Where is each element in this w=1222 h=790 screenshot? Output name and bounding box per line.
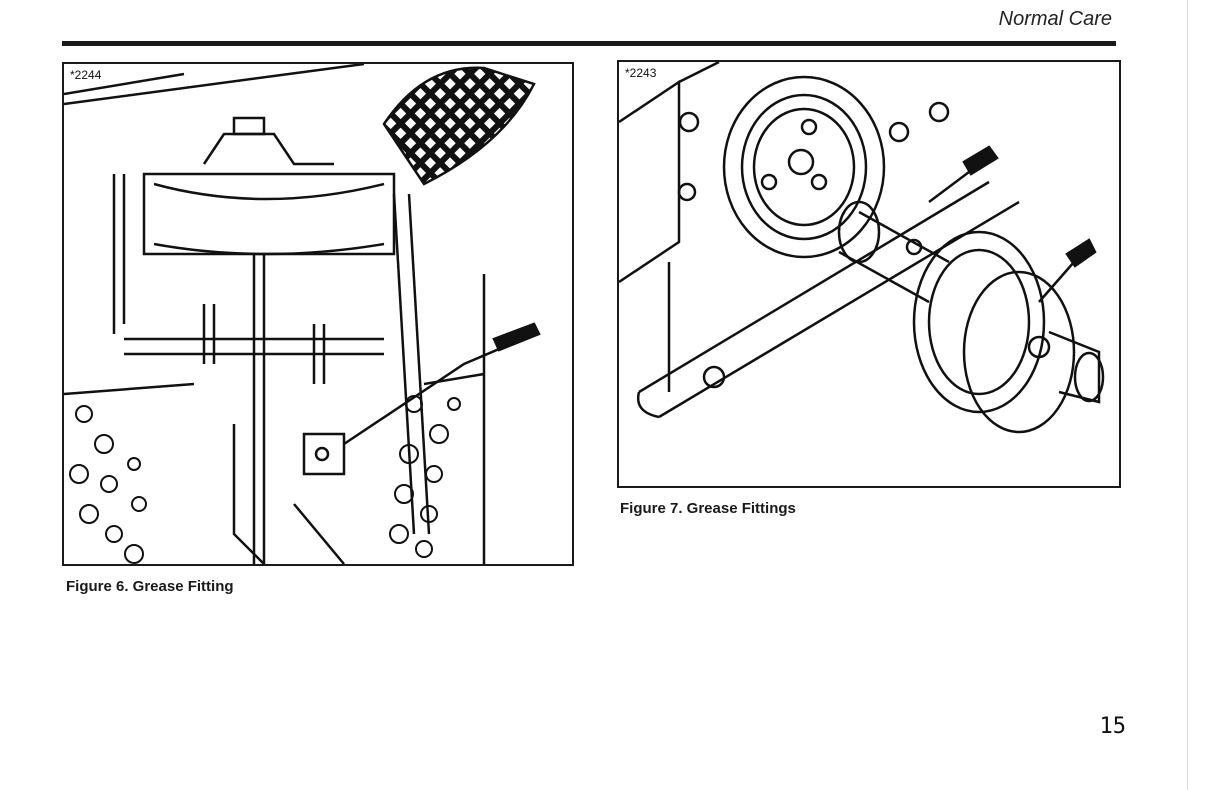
header-rule <box>62 41 1116 46</box>
section-title: Normal Care <box>999 8 1112 31</box>
figure-6-illustration: *2244 <box>62 62 574 566</box>
figure-6-caption: Figure 6. Grease Fitting <box>66 578 234 595</box>
figure-7-caption: Figure 7. Grease Fittings <box>620 500 796 517</box>
figure-7-drawing <box>619 62 1119 486</box>
figure-7-illustration: *2243 <box>617 60 1121 488</box>
figure-6-id: *2244 <box>68 68 103 82</box>
figure-7-id: *2243 <box>623 66 658 80</box>
page-number: 15 <box>1100 714 1127 739</box>
page-edge-line <box>1187 0 1188 790</box>
figure-6-drawing <box>64 64 572 564</box>
